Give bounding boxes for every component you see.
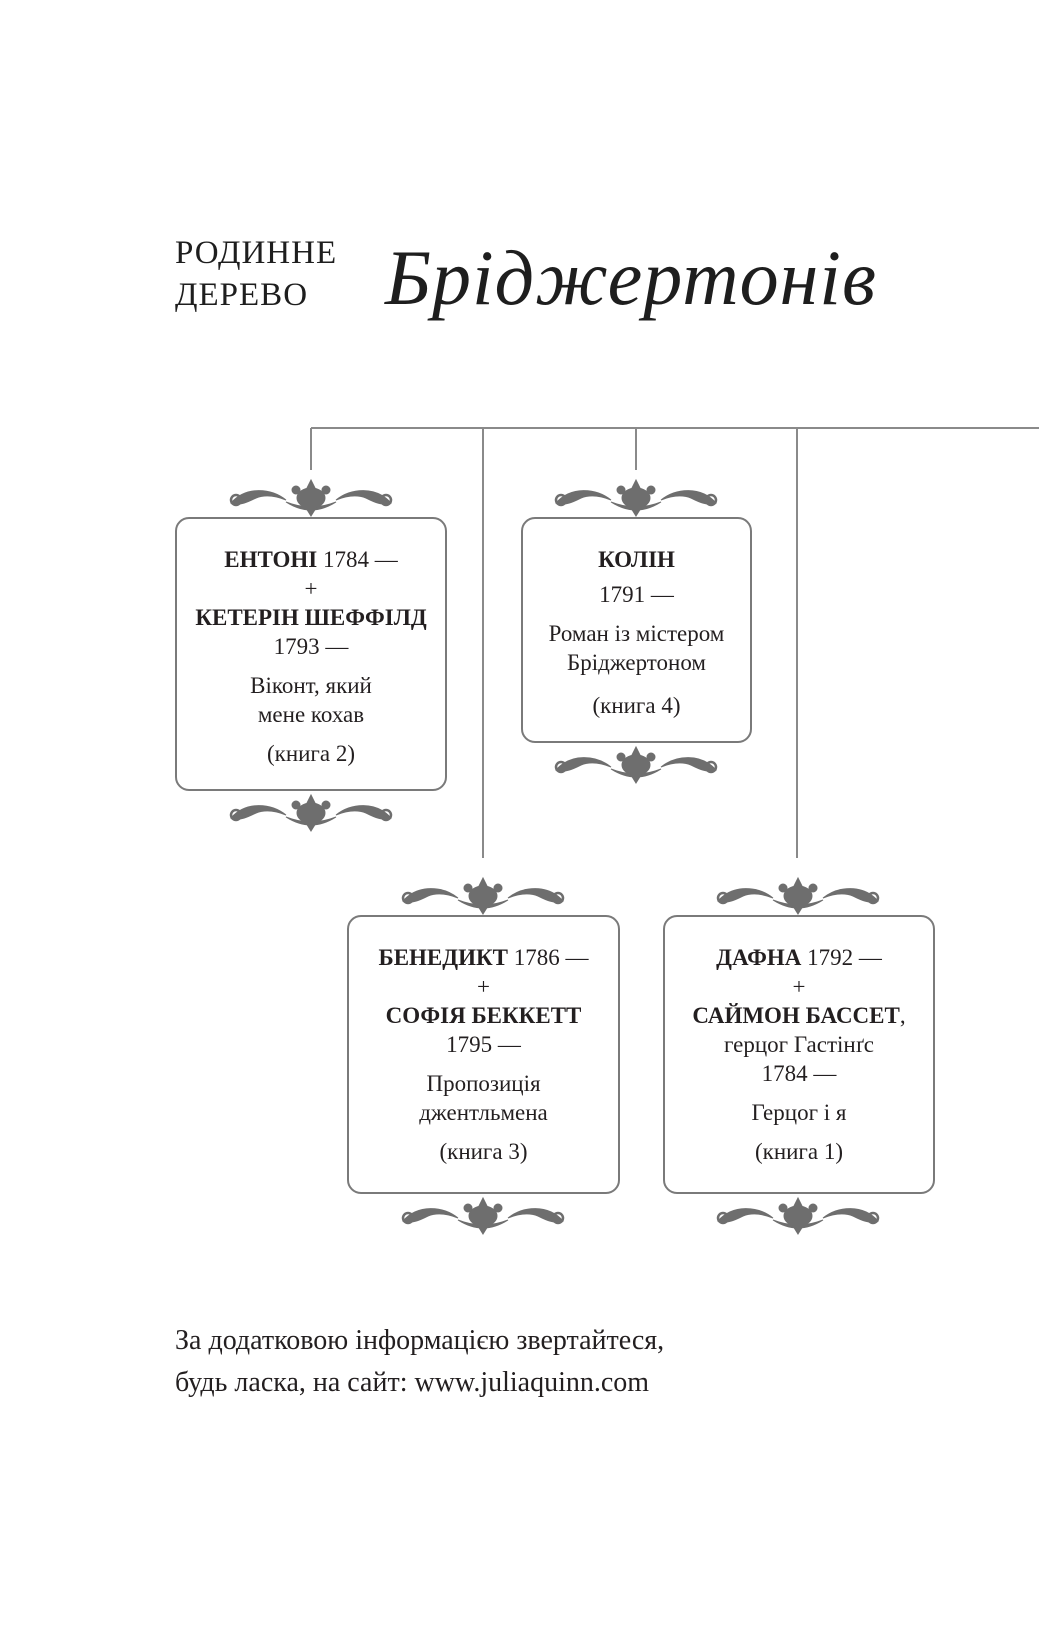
footer-note: За додатковою інформацією звертайтеся, б… <box>175 1320 664 1404</box>
book-title-cont: джентльмена <box>419 1100 548 1125</box>
book-number: (книга 1) <box>754 1139 843 1164</box>
ornament-icon <box>554 745 718 785</box>
spouse-name: САЙМОН БАССЕТ <box>692 1003 900 1028</box>
member-name: БЕНЕДИКТ <box>378 945 508 970</box>
connector-anthony <box>310 428 312 470</box>
member-name: ЕНТОНІ <box>224 547 318 572</box>
member-years: 1784 — <box>323 547 398 572</box>
spouse-years: 1795 — <box>446 1032 521 1057</box>
book-number: (книга 3) <box>439 1139 528 1164</box>
footer-line2: будь ласка, на сайт: www.juliaquinn.com <box>175 1367 650 1398</box>
book-title: Роман із містером <box>548 621 725 646</box>
plus-sign: + <box>792 974 806 999</box>
member-years: 1791 — <box>599 582 674 607</box>
footer-line1: За додатковою інформацією звертайтеся, <box>175 1325 665 1356</box>
member-years: 1792 — <box>807 945 882 970</box>
ornament-icon <box>229 478 393 518</box>
member-card-anthony: ЕНТОНІ 1784 — + КЕТЕРІН ШЕФФІЛД 1793 — В… <box>175 517 447 791</box>
spouse-years: 1793 — <box>273 634 349 659</box>
book-title-cont: мене кохав <box>257 702 365 727</box>
spouse-years: 1784 — <box>761 1061 837 1086</box>
ornament-icon <box>401 1196 565 1236</box>
spouse-name: СОФІЯ БЕККЕТТ <box>385 1003 582 1028</box>
member-card-daphne: ДАФНА 1792 — + САЙМОН БАССЕТ, герцог Гас… <box>663 915 935 1194</box>
plus-sign: + <box>477 974 490 999</box>
book-title: Герцог і я <box>751 1100 847 1125</box>
ornament-icon <box>716 1196 880 1236</box>
connector-daphne <box>796 428 798 858</box>
connector-horizontal <box>311 427 1039 429</box>
member-name: ДАФНА <box>716 945 802 970</box>
title-script: Бріджертонів <box>385 234 877 321</box>
ornament-icon <box>554 478 718 518</box>
book-number: (книга 4) <box>592 693 681 718</box>
spouse-title: герцог Гастінґс <box>723 1032 874 1057</box>
member-years: 1786 — <box>513 945 589 970</box>
ornament-icon <box>229 793 393 833</box>
title-family-tree: РОДИННЕ ДЕРЕВО <box>175 232 337 316</box>
book-number: (книга 2) <box>266 741 355 766</box>
spouse-name: КЕТЕРІН ШЕФФІЛД <box>195 605 427 630</box>
plus-sign: + <box>304 576 318 601</box>
title-line2: ДЕРЕВО <box>175 277 309 313</box>
book-title: Пропозиція <box>426 1071 541 1096</box>
member-card-benedict: БЕНЕДИКТ 1786 — + СОФІЯ БЕККЕТТ 1795 — П… <box>347 915 620 1194</box>
comma: , <box>899 1003 906 1028</box>
ornament-icon <box>401 876 565 916</box>
title-line1: РОДИННЕ <box>175 235 338 271</box>
member-card-colin: КОЛІН 1791 — Роман із містером Бріджерто… <box>521 517 752 743</box>
book-title: Віконт, який <box>250 673 372 698</box>
member-name: КОЛІН <box>598 547 675 572</box>
connector-colin <box>635 428 637 470</box>
connector-benedict <box>482 428 484 858</box>
book-title-cont: Бріджертоном <box>567 650 706 675</box>
ornament-icon <box>716 876 880 916</box>
